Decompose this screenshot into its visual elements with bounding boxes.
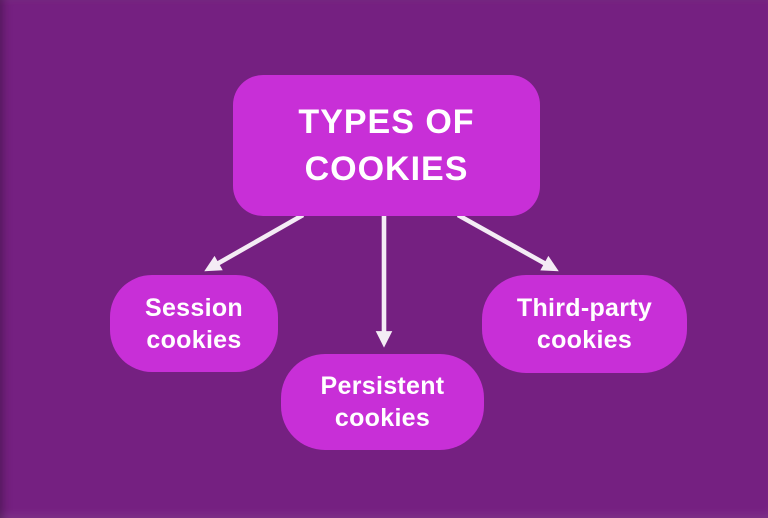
- node-types-of-cookies: TYPES OF COOKIES: [233, 75, 540, 216]
- node-persistent-cookies: Persistent cookies: [281, 354, 484, 450]
- session-node-label-line2: cookies: [146, 325, 242, 354]
- third-party-node-label-line1: Third-party: [516, 294, 653, 322]
- third-party-node-label-line2: cookies: [536, 326, 633, 354]
- root-node-label-line1: TYPES OF: [298, 102, 475, 141]
- node-session-cookies: Session cookies: [110, 275, 278, 372]
- root-node-label-line2: COOKIES: [304, 149, 469, 188]
- arrow-root-to-thirdparty: [456, 212, 559, 272]
- session-node-label-line1: Session: [145, 293, 243, 322]
- persistent-node-label-line1: Persistent: [320, 372, 445, 400]
- arrow-root-to-session: [204, 213, 305, 272]
- persistent-node-label-line2: cookies: [334, 404, 431, 432]
- node-third-party-cookies: Third-party cookies: [482, 275, 687, 373]
